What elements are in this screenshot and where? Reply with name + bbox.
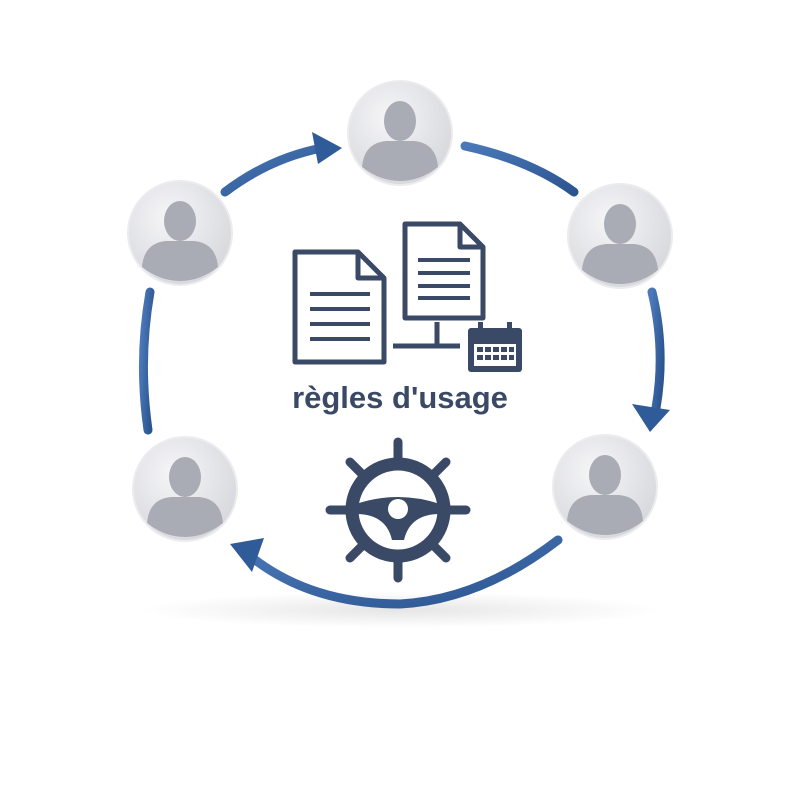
person-avatar-bottom-left bbox=[132, 436, 238, 542]
ground-shadow bbox=[140, 592, 660, 628]
arrowhead-left-icon bbox=[230, 538, 264, 572]
arrowhead-down-icon bbox=[632, 404, 670, 432]
network-document-icon bbox=[393, 221, 486, 349]
cycle-arrows bbox=[138, 141, 665, 609]
arrow-arc-bottom bbox=[245, 535, 563, 609]
person-avatar-bottom-right bbox=[552, 434, 658, 540]
person-avatar-top-left bbox=[127, 180, 233, 286]
calendar-icon bbox=[468, 322, 522, 372]
arrow-arc-right bbox=[647, 287, 665, 413]
person-avatar-top bbox=[347, 80, 453, 186]
arrowhead-right-icon bbox=[312, 132, 342, 164]
arrow-arc-top-right bbox=[460, 141, 579, 197]
arrow-arc-top-left bbox=[220, 143, 327, 197]
steering-wheel-icon bbox=[325, 437, 471, 583]
center-label: règles d'usage bbox=[292, 380, 508, 415]
person-avatar-top-right bbox=[567, 183, 673, 289]
arrow-arc-left bbox=[138, 287, 155, 435]
document-icon bbox=[292, 249, 387, 365]
